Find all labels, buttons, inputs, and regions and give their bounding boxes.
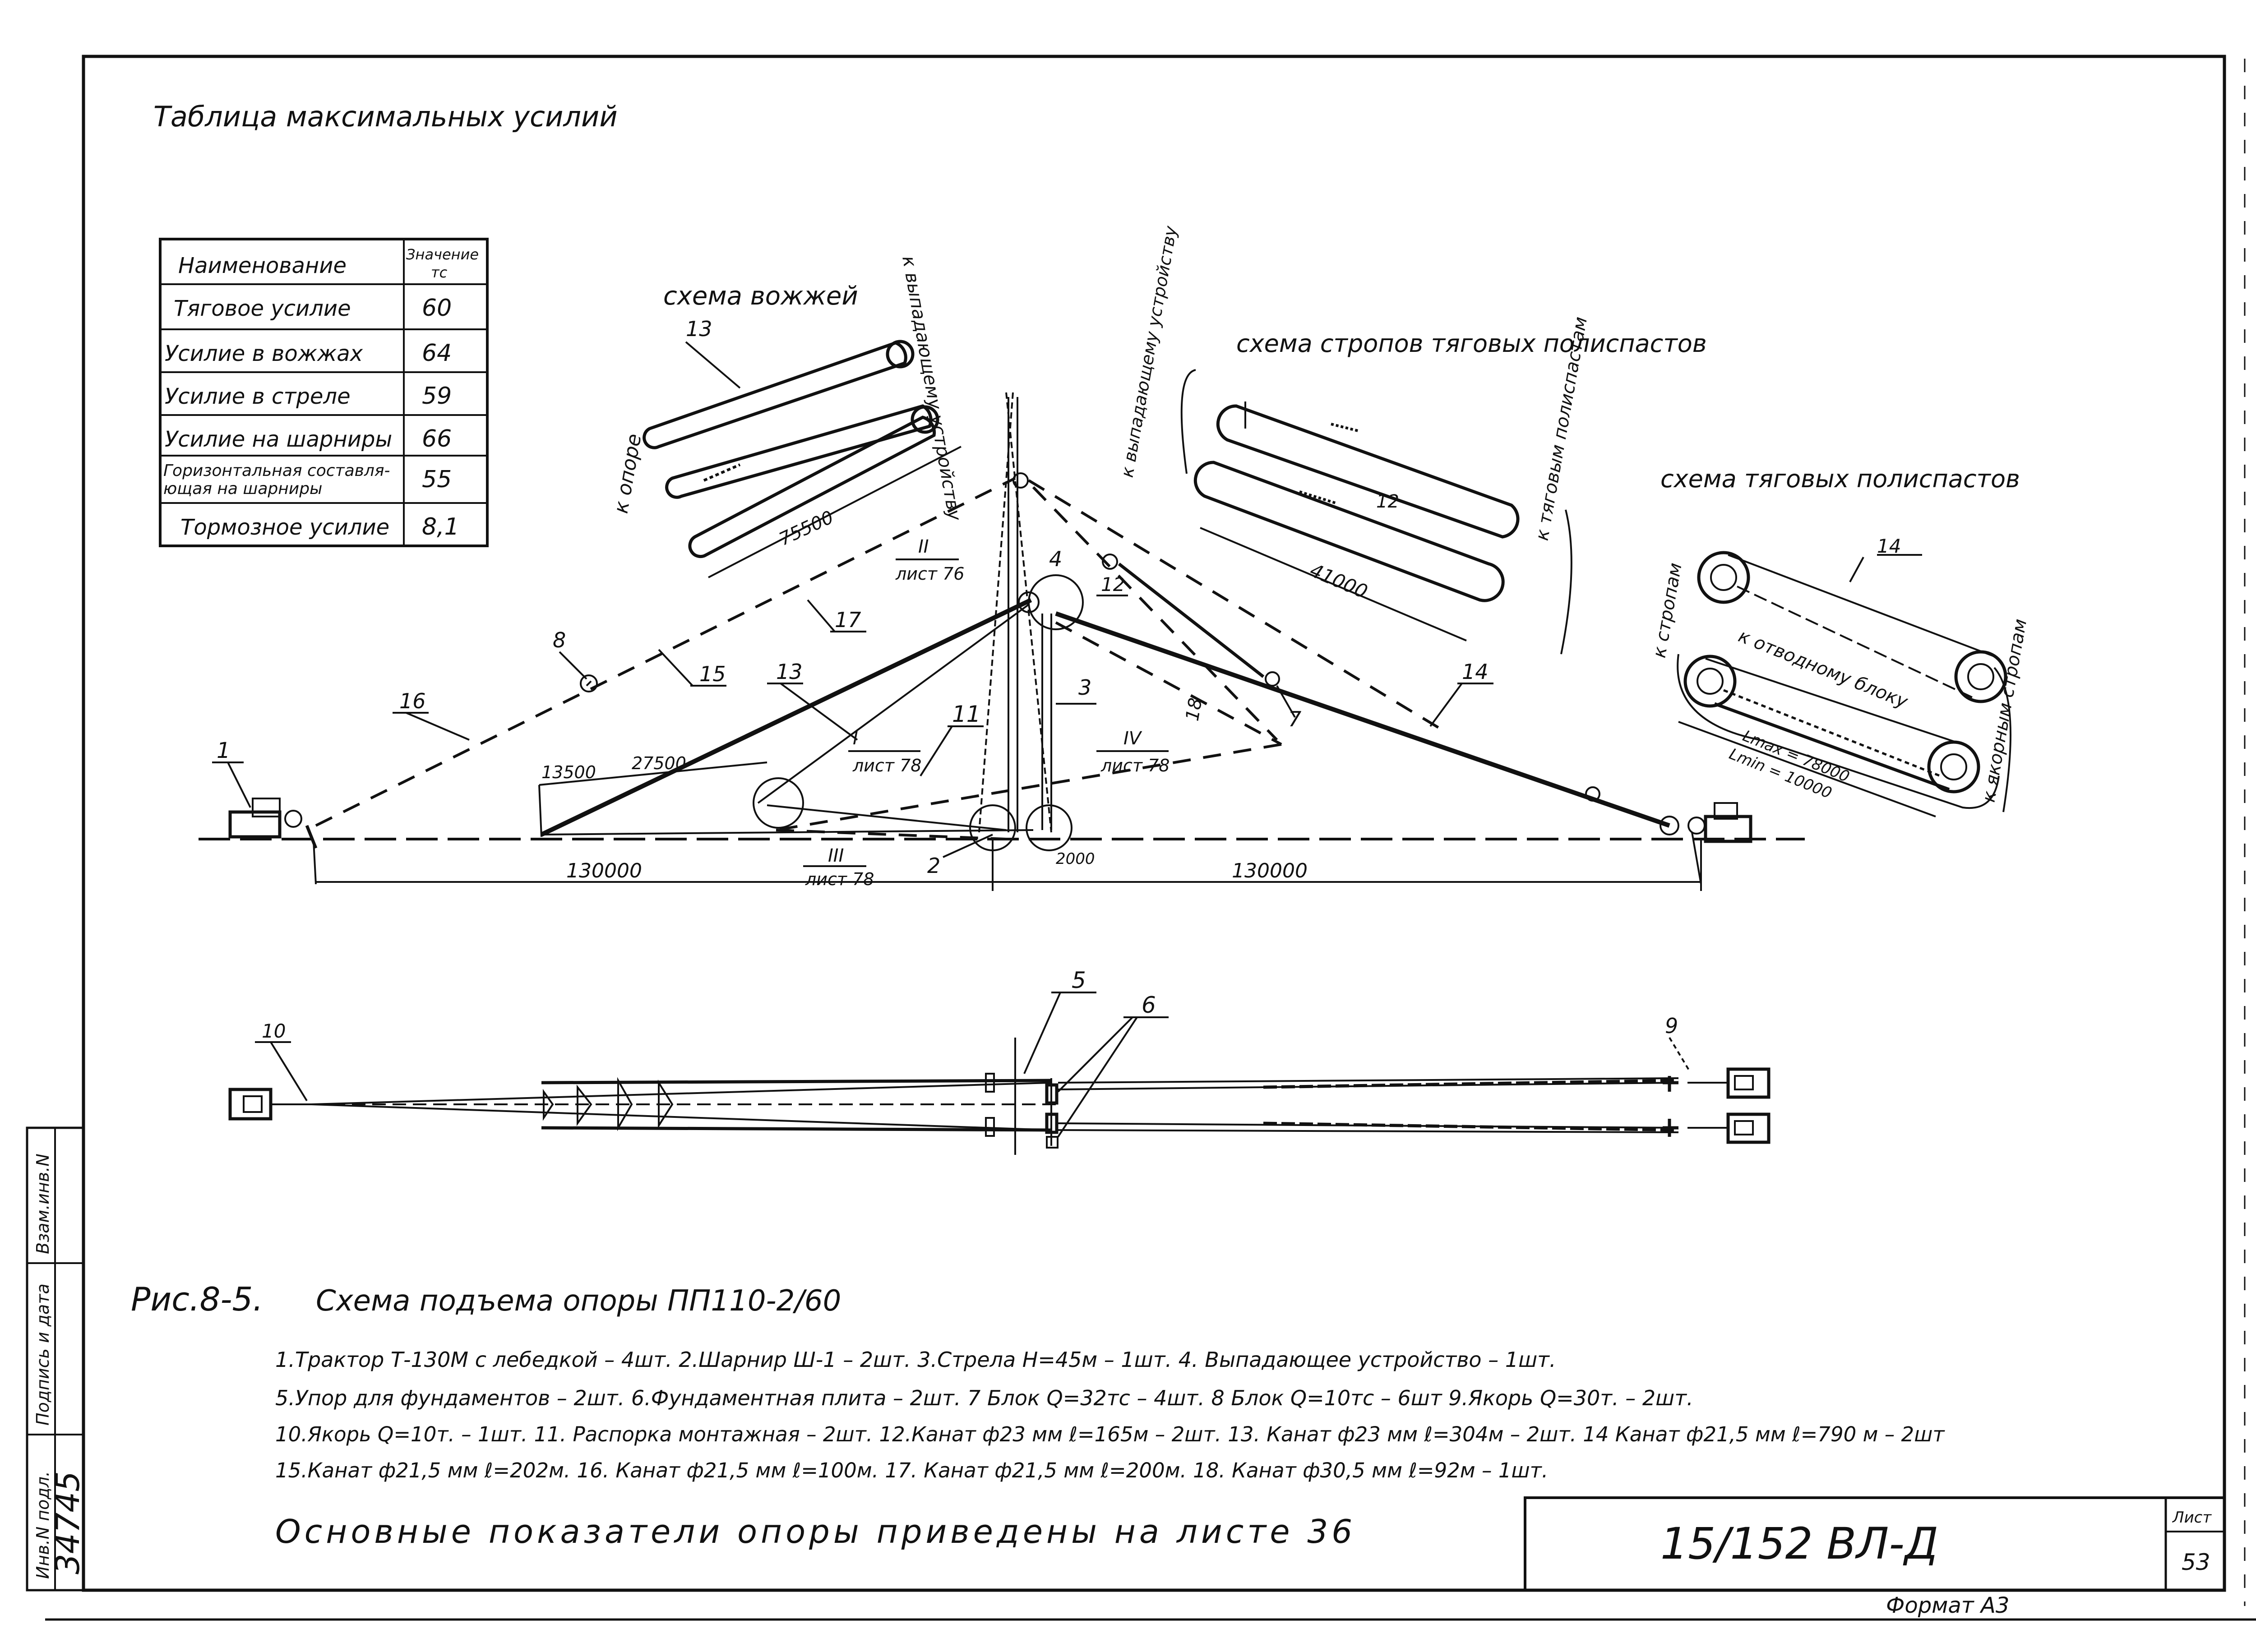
- slings-scheme-title: схема стропов тяговых полиспастов: [1236, 329, 1707, 358]
- table-row-value: 59: [422, 383, 452, 410]
- reins-scheme-title: схема вожжей: [663, 281, 858, 311]
- side-col3-label: Взам.инв.N: [33, 1154, 53, 1254]
- table-row-name: ющая на шарниры: [163, 480, 322, 498]
- paper-format: Формат А3: [1886, 1593, 2009, 1618]
- ref-II: II: [918, 536, 929, 557]
- ref-III-sheet: лист 78: [805, 869, 874, 889]
- pulleys-to-anchor-label: к якорным стропам: [1979, 617, 2031, 803]
- reins-scheme: схема вожжей к выпадающему устройству к …: [610, 254, 965, 578]
- table-header-name: Наименование: [178, 253, 347, 278]
- dim-left-span: 130000: [566, 859, 642, 882]
- table-row-name: Тормозное усилие: [180, 515, 389, 540]
- reins-to-support-label: к опоре: [610, 432, 646, 515]
- table-row-name: Тяговое усилие: [174, 296, 351, 321]
- label-1: 1: [217, 738, 231, 763]
- ref-III: III: [828, 845, 844, 866]
- table-header-value: Значение: [406, 246, 479, 263]
- table-row-value: 8,1: [422, 513, 459, 540]
- label-12: 12: [1101, 573, 1125, 595]
- label-2: 2: [927, 854, 940, 878]
- dim-right-span: 130000: [1232, 859, 1308, 882]
- table-row-name: Усилие в стреле: [165, 384, 351, 409]
- title-stamp: 15/152 ВЛ-Д Лист 53 Формат А3: [1524, 1496, 2226, 1618]
- side-col1-label: Инв.N подл.: [33, 1471, 53, 1579]
- table-header-unit: тс: [431, 264, 448, 281]
- table-row-value: 66: [422, 425, 452, 452]
- table-row-value: 64: [422, 340, 452, 367]
- table-title: Таблица максимальных усилий: [153, 100, 618, 133]
- sheet-number: 53: [2182, 1549, 2210, 1575]
- label-16: 16: [399, 689, 426, 713]
- pulleys-to-block-label: к отводному блоку: [1735, 626, 1911, 713]
- plan-label-10: 10: [262, 1020, 286, 1042]
- label-8: 8: [553, 628, 566, 652]
- figure-caption: Рис.8-5. Схема подъема опоры ПП110-2/60 …: [131, 1280, 1945, 1550]
- plan-view: 5 6 9 10: [228, 967, 1771, 1155]
- reins-to-device-label: к выпадающему устройству: [898, 254, 965, 523]
- dim-13500: 13500: [541, 762, 596, 782]
- slings-to-device-label: к выпадающему устройству: [1117, 224, 1181, 479]
- table-row-name: Усилие на шарниры: [165, 427, 392, 452]
- legend-line-1: 1.Трактор Т-130М с лебедкой – 4шт. 2.Шар…: [275, 1347, 1556, 1372]
- right-tractor: [1687, 802, 1752, 885]
- label-11: 11: [952, 701, 981, 727]
- forces-table: Таблица максимальных усилий Наименование…: [153, 100, 618, 547]
- ref-II-sheet: лист 76: [895, 564, 964, 584]
- ref-IV: IV: [1123, 728, 1142, 749]
- legend-line-4: 15.Канат ф21,5 мм ℓ=202м. 16. Канат ф21,…: [275, 1458, 1548, 1482]
- table-row-value: 55: [422, 466, 452, 493]
- side-col2-label: Подпись и дата: [33, 1283, 53, 1426]
- figure-title: Схема подъема опоры ПП110-2/60: [316, 1284, 841, 1318]
- document-code: 15/152 ВЛ-Д: [1660, 1518, 1938, 1569]
- pulleys-to-slings-label: к стропам: [1649, 561, 1686, 660]
- label-17: 17: [835, 608, 861, 632]
- table-row-name: Усилие в вожжах: [165, 341, 363, 366]
- legend-line-2: 5.Упор для фундаментов – 2шт. 6.Фундамен…: [275, 1386, 1693, 1410]
- slings-dimension: 41000: [1307, 559, 1371, 603]
- reins-number: 13: [686, 317, 712, 341]
- elevation-view: 1: [199, 392, 1805, 891]
- pulleys-number: 14: [1877, 535, 1901, 557]
- note-text: Основные показатели опоры приведены на л…: [275, 1513, 1356, 1550]
- plan-label-5: 5: [1072, 967, 1086, 993]
- ref-I: I: [853, 728, 858, 749]
- pulleys-scheme-title: схема тяговых полиспастов: [1660, 465, 2020, 493]
- label-3: 3: [1078, 675, 1091, 700]
- dim-2000: 2000: [1056, 850, 1095, 868]
- sheet-label: Лист: [2172, 1509, 2212, 1527]
- side-inventory-number: 34745: [49, 1471, 87, 1574]
- plan-label-6: 6: [1142, 992, 1156, 1018]
- slings-number: 12: [1376, 491, 1399, 512]
- dim-27500: 27500: [632, 753, 686, 773]
- label-14: 14: [1462, 660, 1489, 684]
- pulleys-scheme: схема тяговых полиспастов к стропам к от…: [1649, 465, 2031, 817]
- label-18: 18: [1182, 697, 1207, 723]
- plan-label-9: 9: [1665, 1014, 1678, 1038]
- table-row-value: 60: [422, 295, 452, 322]
- slings-scheme: схема стропов тяговых полиспастов к выпа…: [1117, 224, 1707, 655]
- label-13: 13: [776, 660, 803, 684]
- side-strip: Взам.инв.N Подпись и дата Инв.N подл. 34…: [26, 1126, 87, 1592]
- ref-I-sheet: лист 78: [852, 756, 921, 775]
- left-tractor: [228, 798, 318, 885]
- table-row-name: Горизонтальная составля-: [163, 461, 390, 480]
- label-15: 15: [699, 662, 726, 686]
- label-4: 4: [1049, 547, 1062, 571]
- legend-line-3: 10.Якорь Q=10т. – 1шт. 11. Распорка монт…: [275, 1422, 1945, 1446]
- sheet-frame: [45, 55, 2256, 1621]
- figure-number: Рис.8-5.: [131, 1280, 263, 1318]
- ref-IV-sheet: лист 78: [1100, 756, 1170, 775]
